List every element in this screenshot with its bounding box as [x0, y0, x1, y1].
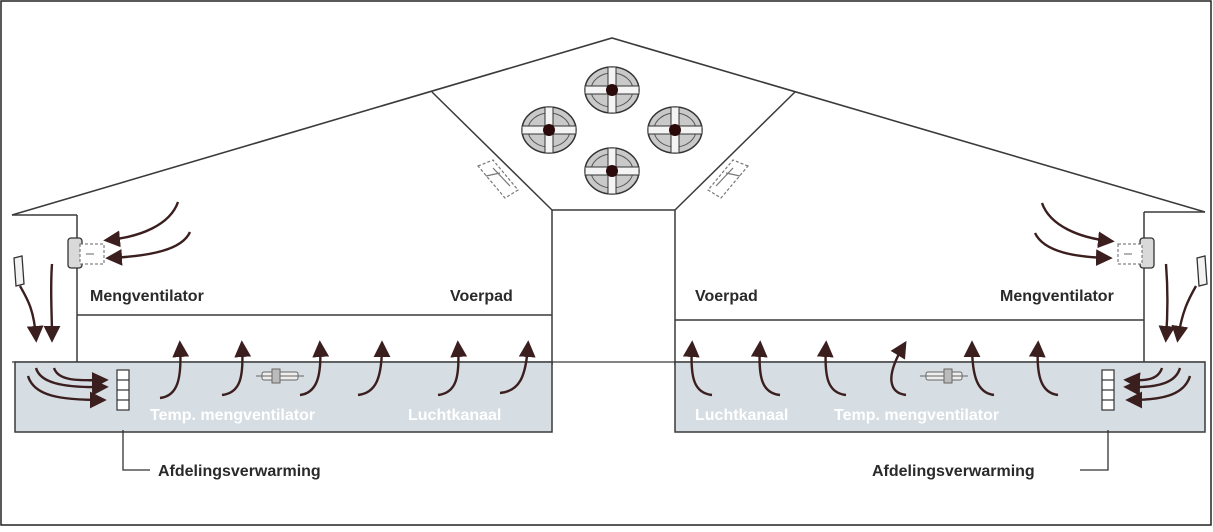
right-valve-icon [707, 159, 749, 199]
airflow-arrow [1033, 232, 1113, 267]
left-mixing-fan-label: Mengventilator [90, 288, 204, 305]
roof-outline [11, 37, 1206, 216]
right-mixing-fan-icon [1117, 237, 1155, 269]
right-temp-fan-icon [920, 368, 968, 384]
left-temp-fan-label: Temp. mengventilator [150, 407, 315, 424]
airflow-arrow [963, 340, 995, 397]
airflow-arrow [159, 340, 190, 400]
airflow-arrows [18, 201, 1198, 409]
roof-fan-icon [584, 147, 640, 195]
right-side-structure [675, 211, 1205, 362]
left-valve-icon [477, 159, 519, 199]
roof-fan-icon [521, 106, 577, 154]
airflow-arrow [499, 340, 536, 395]
left-feed-aisle-label: Voerpad [450, 288, 513, 305]
left-heater-icon [116, 369, 130, 411]
roof-fans [521, 66, 703, 195]
right-temp-fan-label: Temp. mengventilator [834, 407, 999, 424]
airflow-arrow [52, 367, 109, 389]
airflow-arrow [18, 285, 44, 343]
airflow-arrow [103, 201, 180, 248]
central-shaft [431, 91, 796, 365]
airflow-arrow [750, 340, 781, 397]
airflow-arrow [299, 340, 330, 397]
right-mixing-fan-label: Mengventilator [1000, 288, 1114, 305]
left-heating-leader [122, 430, 150, 471]
left-heating-label: Afdelingsverwarming [158, 463, 321, 480]
airflow-arrow [682, 340, 713, 397]
right-heating-label: Afdelingsverwarming [872, 463, 1035, 480]
right-air-duct-label: Luchtkanaal [695, 407, 788, 424]
right-heating-leader [1080, 430, 1109, 471]
airflow-arrow [890, 340, 907, 397]
airflow-arrow [105, 231, 192, 266]
airflow-arrow [357, 340, 391, 397]
airflow-arrow [221, 340, 252, 397]
airflow-arrow [1028, 340, 1059, 397]
airflow-arrow [43, 263, 61, 343]
left-air-duct-label: Luchtkanaal [408, 407, 501, 424]
left-temp-fan-icon [256, 368, 304, 384]
left-mixing-fan-icon [67, 237, 105, 269]
airflow-arrow [1123, 367, 1164, 390]
airflow-arrow [26, 375, 107, 409]
right-feed-aisle-label: Voerpad [695, 288, 758, 305]
airflow-arrow [1125, 375, 1192, 409]
left-wall-inlet-icon [13, 255, 25, 287]
right-heater-icon [1101, 369, 1115, 411]
airflow-arrow [1158, 263, 1176, 343]
airflow-arrow [437, 340, 468, 397]
roof-fan-icon [584, 66, 640, 114]
roof-fan-icon [647, 106, 703, 154]
airflow-arrow [1171, 285, 1198, 343]
airflow-arrow [1040, 202, 1115, 249]
right-wall-inlet-icon [1196, 255, 1208, 287]
airflow-arrow [816, 340, 847, 397]
